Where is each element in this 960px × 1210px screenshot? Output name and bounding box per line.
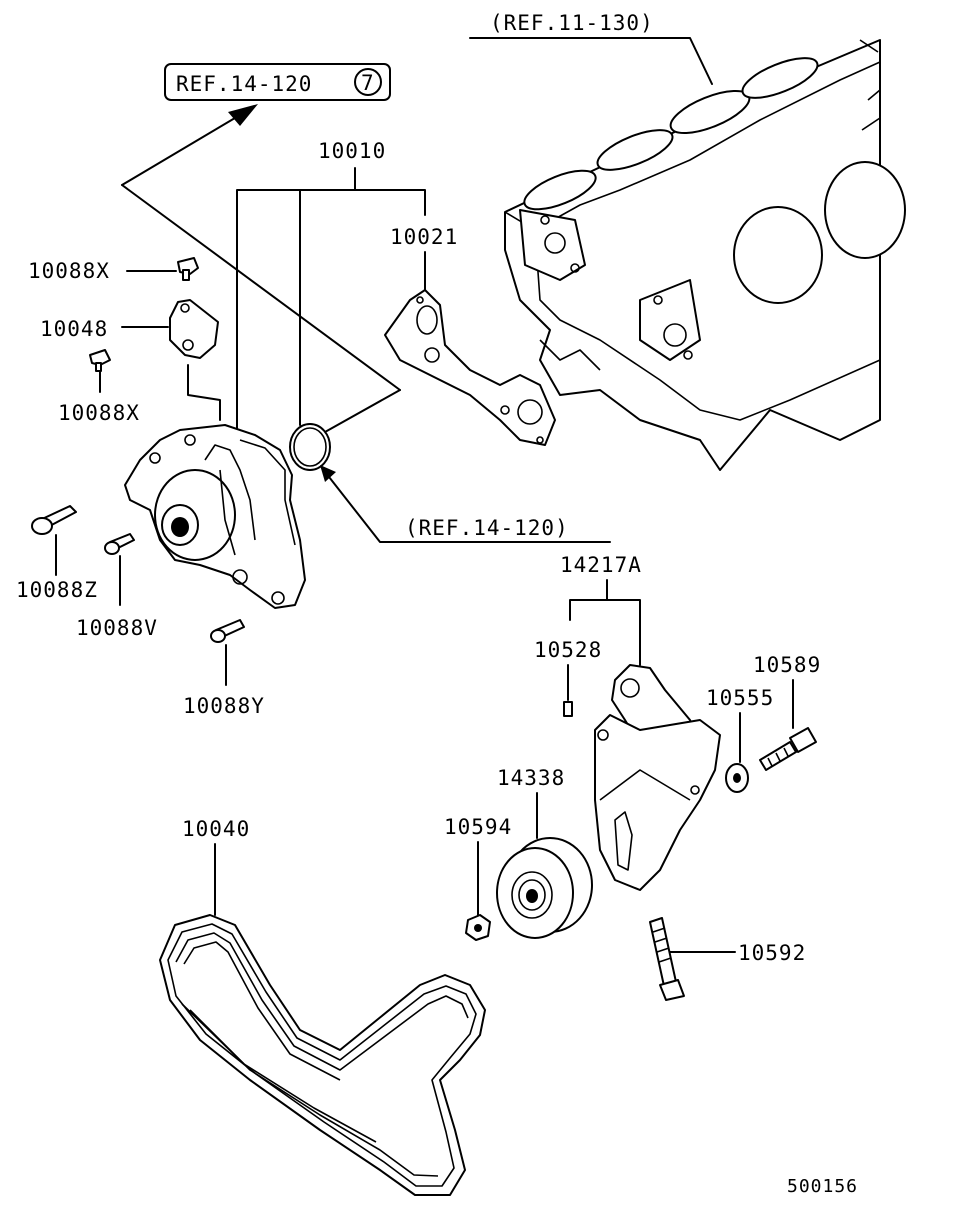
ref-14-120-circle-number: 7 bbox=[361, 71, 375, 95]
nut-10594 bbox=[465, 914, 491, 941]
ref-14-120-box: REF.14-120 7 bbox=[164, 63, 391, 101]
ref-14-120-lower-arrowhead bbox=[320, 465, 336, 482]
engine-block bbox=[504, 39, 906, 471]
gasket-10021 bbox=[384, 289, 556, 446]
part-label-10594: 10594 bbox=[444, 815, 512, 839]
part-label-10088z: 10088Z bbox=[16, 578, 98, 602]
ref-14-120-lower-label: (REF.14-120) bbox=[405, 516, 569, 540]
ref-14-120-boxed-label: REF.14-120 bbox=[176, 72, 312, 96]
part-label-10088y: 10088Y bbox=[183, 694, 265, 718]
bolt-10088x-lower bbox=[89, 349, 111, 372]
part-label-14217a: 14217A bbox=[560, 553, 642, 577]
bolt-10088v bbox=[104, 533, 135, 555]
bolt-10088z bbox=[31, 505, 77, 535]
ref-11-130-label: (REF.11-130) bbox=[490, 11, 654, 35]
part-14217a-bracket bbox=[569, 579, 641, 666]
ref-11-130-leader bbox=[469, 37, 713, 85]
part-label-10592: 10592 bbox=[738, 941, 806, 965]
pin-10528 bbox=[563, 701, 573, 717]
part-label-10048: 10048 bbox=[40, 317, 108, 341]
bolt-10088x-top bbox=[177, 257, 199, 281]
tensioner-bracket bbox=[594, 714, 721, 891]
part-label-10555: 10555 bbox=[706, 686, 774, 710]
part-label-14338: 14338 bbox=[497, 766, 565, 790]
part-label-10021: 10021 bbox=[390, 225, 458, 249]
ref-14-120-arrow-line bbox=[121, 114, 241, 186]
water-pump bbox=[124, 424, 306, 609]
bolt-10589 bbox=[759, 727, 817, 771]
part-label-10088x-top: 10088X bbox=[28, 259, 110, 283]
part-10048-mount-leader bbox=[187, 364, 221, 421]
part-label-10088x-lower: 10088X bbox=[58, 401, 140, 425]
part-label-10010: 10010 bbox=[318, 139, 386, 163]
bolt-10592 bbox=[649, 917, 685, 1001]
ref-14-120-leader-lower bbox=[121, 184, 401, 391]
part-label-10088v: 10088V bbox=[76, 616, 158, 640]
part-label-10589: 10589 bbox=[753, 653, 821, 677]
ref-14-120-lower-leader bbox=[321, 467, 611, 543]
part-10010-oring-leader bbox=[324, 389, 401, 433]
washer-10555 bbox=[725, 763, 749, 793]
bracket-10048 bbox=[169, 299, 219, 359]
idler-pulley-14338 bbox=[496, 837, 593, 939]
part-label-10040: 10040 bbox=[182, 817, 250, 841]
diagram-code: 500156 bbox=[787, 1176, 858, 1197]
ref-14-120-arrow-head bbox=[228, 104, 258, 126]
o-ring bbox=[289, 423, 331, 471]
part-label-10528: 10528 bbox=[534, 638, 602, 662]
part-10010-bracket bbox=[236, 167, 426, 441]
bolt-10088y bbox=[210, 619, 245, 643]
drive-belt-10040 bbox=[159, 914, 486, 1196]
